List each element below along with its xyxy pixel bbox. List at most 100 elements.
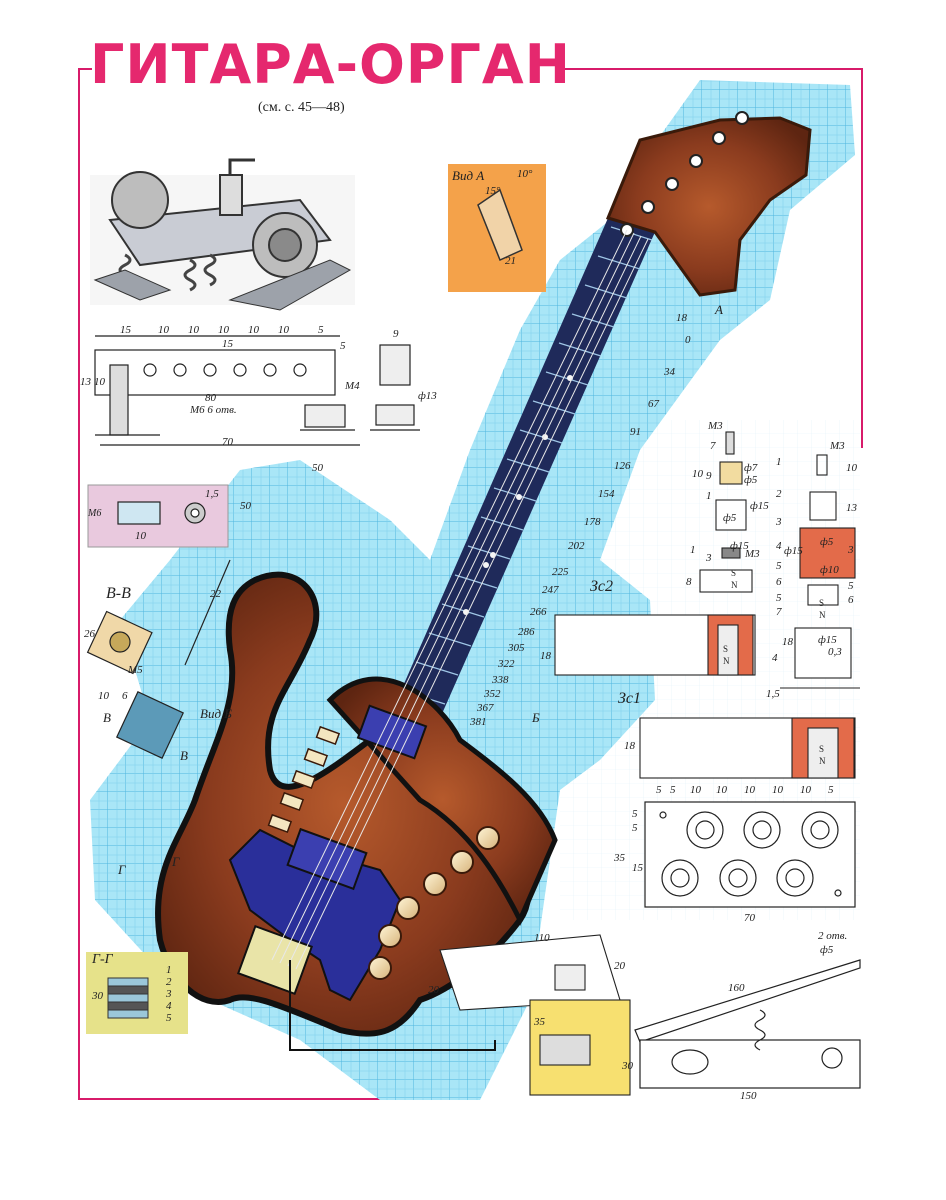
mp-num-3: 3: [776, 516, 782, 528]
mp-m3b: М3: [830, 440, 845, 452]
plate-top-1: 5: [656, 784, 662, 796]
mp-d03: 0,3: [828, 646, 842, 658]
bridge-dim-right: 5: [340, 340, 346, 352]
mp-num-2: 2: [776, 488, 782, 500]
bridge-dim-7: 5: [318, 324, 324, 336]
fret-mark-15: 338: [492, 674, 509, 686]
mp-num-8: 7: [776, 606, 782, 618]
marker-g: Г: [118, 862, 126, 877]
nut-dim-w: 1,5: [205, 488, 219, 500]
mp-num-1: 1: [776, 456, 782, 468]
marker-g2: Г: [172, 854, 180, 869]
mp-d5c: ф5: [820, 536, 834, 548]
vid-a-label: Вид А: [452, 168, 485, 183]
bridge-dim-holes: М6 6 отв.: [190, 404, 237, 416]
plate-holes: 2 отв.: [818, 930, 848, 942]
mp-h13: 13: [846, 502, 857, 514]
page-title: ГИТАРА-ОРГАН: [90, 33, 571, 96]
vid-b-label: Вид Б: [200, 706, 232, 721]
fret-mark-8: 202: [568, 540, 585, 552]
mp-h10b: 10: [846, 462, 857, 474]
guitar-body: [155, 571, 531, 1037]
fret-mark-18: 381: [470, 716, 487, 728]
mp-d5b: ф5: [723, 512, 737, 524]
mp-h3: 3: [706, 552, 712, 564]
mp-d15: ф15: [750, 500, 769, 512]
switch-30: 30: [622, 1060, 633, 1072]
fret-mark-11: 266: [530, 606, 547, 618]
frame-left: [78, 68, 80, 1100]
coil-zs2-name: Зс2: [590, 578, 614, 595]
mp-h18: 18: [782, 636, 793, 648]
mp-h7: 7: [710, 440, 716, 452]
mp-h1: 1: [706, 490, 712, 502]
gg-layer-2: 2: [166, 976, 172, 988]
fret-mark-13: 305: [508, 642, 525, 654]
pickup-parts-drawing: [699, 431, 860, 689]
plate-left-1: 5: [632, 808, 638, 820]
bridge-dim-5: 10: [248, 324, 259, 336]
scale-grid: 50: [312, 462, 323, 474]
plate-top-2: 5: [670, 784, 676, 796]
fret-mark-9: 225: [552, 566, 569, 578]
mp-d5: ф5: [744, 474, 758, 486]
fret-mark-0: 18: [676, 312, 687, 324]
fret-mark-1: 0: [685, 334, 691, 346]
bridge-dim-9: 9: [393, 328, 399, 340]
bridge-dim-2: 10: [158, 324, 169, 336]
mp-d10: ф10: [820, 564, 839, 576]
mp-d15d: ф15: [818, 634, 837, 646]
section-bb-label: В-В: [106, 585, 131, 602]
coil-zs1-h: 18: [624, 740, 635, 752]
vid-a-width: 21: [505, 255, 516, 267]
mp-h1b: 1: [690, 544, 696, 556]
bridge-dim-m4: М4: [345, 380, 360, 392]
pickup-letter-1: S: [731, 568, 737, 578]
mp-num-5: 5: [776, 560, 782, 572]
plate-left-3: 35: [614, 852, 625, 864]
pedal-160: 160: [728, 982, 745, 994]
bridge-dim-sub: 15: [222, 338, 233, 350]
fret-mark-3: 67: [648, 398, 659, 410]
pedal-150: 150: [740, 1090, 757, 1102]
fret-mark-6: 154: [598, 488, 615, 500]
switch-20: 20: [614, 960, 625, 972]
plate-top-8: 5: [828, 784, 834, 796]
mp-h9: 9: [706, 470, 712, 482]
section-bb: [86, 559, 231, 760]
bb-dim-c: 10: [98, 690, 109, 702]
frame-top-right: [555, 68, 863, 70]
plate-top-4: 10: [716, 784, 727, 796]
gg-layer-1: 1: [166, 964, 172, 976]
mp-h5: 5: [848, 580, 854, 592]
fret-mark-12: 286: [518, 626, 535, 638]
pickup-letter-8: N: [819, 610, 826, 620]
mp-d7: ф7: [744, 462, 758, 474]
marker-v2: В: [180, 748, 188, 763]
switch-20b: 20: [428, 984, 439, 996]
mp-h8: 8: [686, 576, 692, 588]
marker-a: А: [715, 302, 723, 317]
plate-bottom: 70: [744, 912, 755, 924]
mp-h3b: 3: [848, 544, 854, 556]
coil-zs2-drawing: [554, 614, 756, 676]
fret-mark-10: 247: [542, 584, 559, 596]
plate-d5: ф5: [820, 944, 834, 956]
scale-grid2: 50: [240, 500, 251, 512]
guitar-neck: [375, 218, 655, 768]
switch-drawing: [439, 934, 631, 1096]
bridge-dim-phi13: ф13: [418, 390, 437, 402]
mp-num-9: 4: [772, 652, 778, 664]
fret-mark-7: 178: [584, 516, 601, 528]
pickup-bridge: [286, 827, 368, 891]
plate-drawing: [644, 801, 856, 908]
bridge-dim-left2: 10: [94, 376, 105, 388]
fret-mark-4: 91: [630, 426, 641, 438]
bb-dim-a: 26: [84, 628, 95, 640]
gg-layer-3: 3: [166, 988, 172, 1000]
mp-d15c: ф15: [784, 545, 803, 557]
frame-right: [861, 68, 863, 448]
bridge-dim-3: 10: [188, 324, 199, 336]
mp-h6: 6: [848, 594, 854, 606]
